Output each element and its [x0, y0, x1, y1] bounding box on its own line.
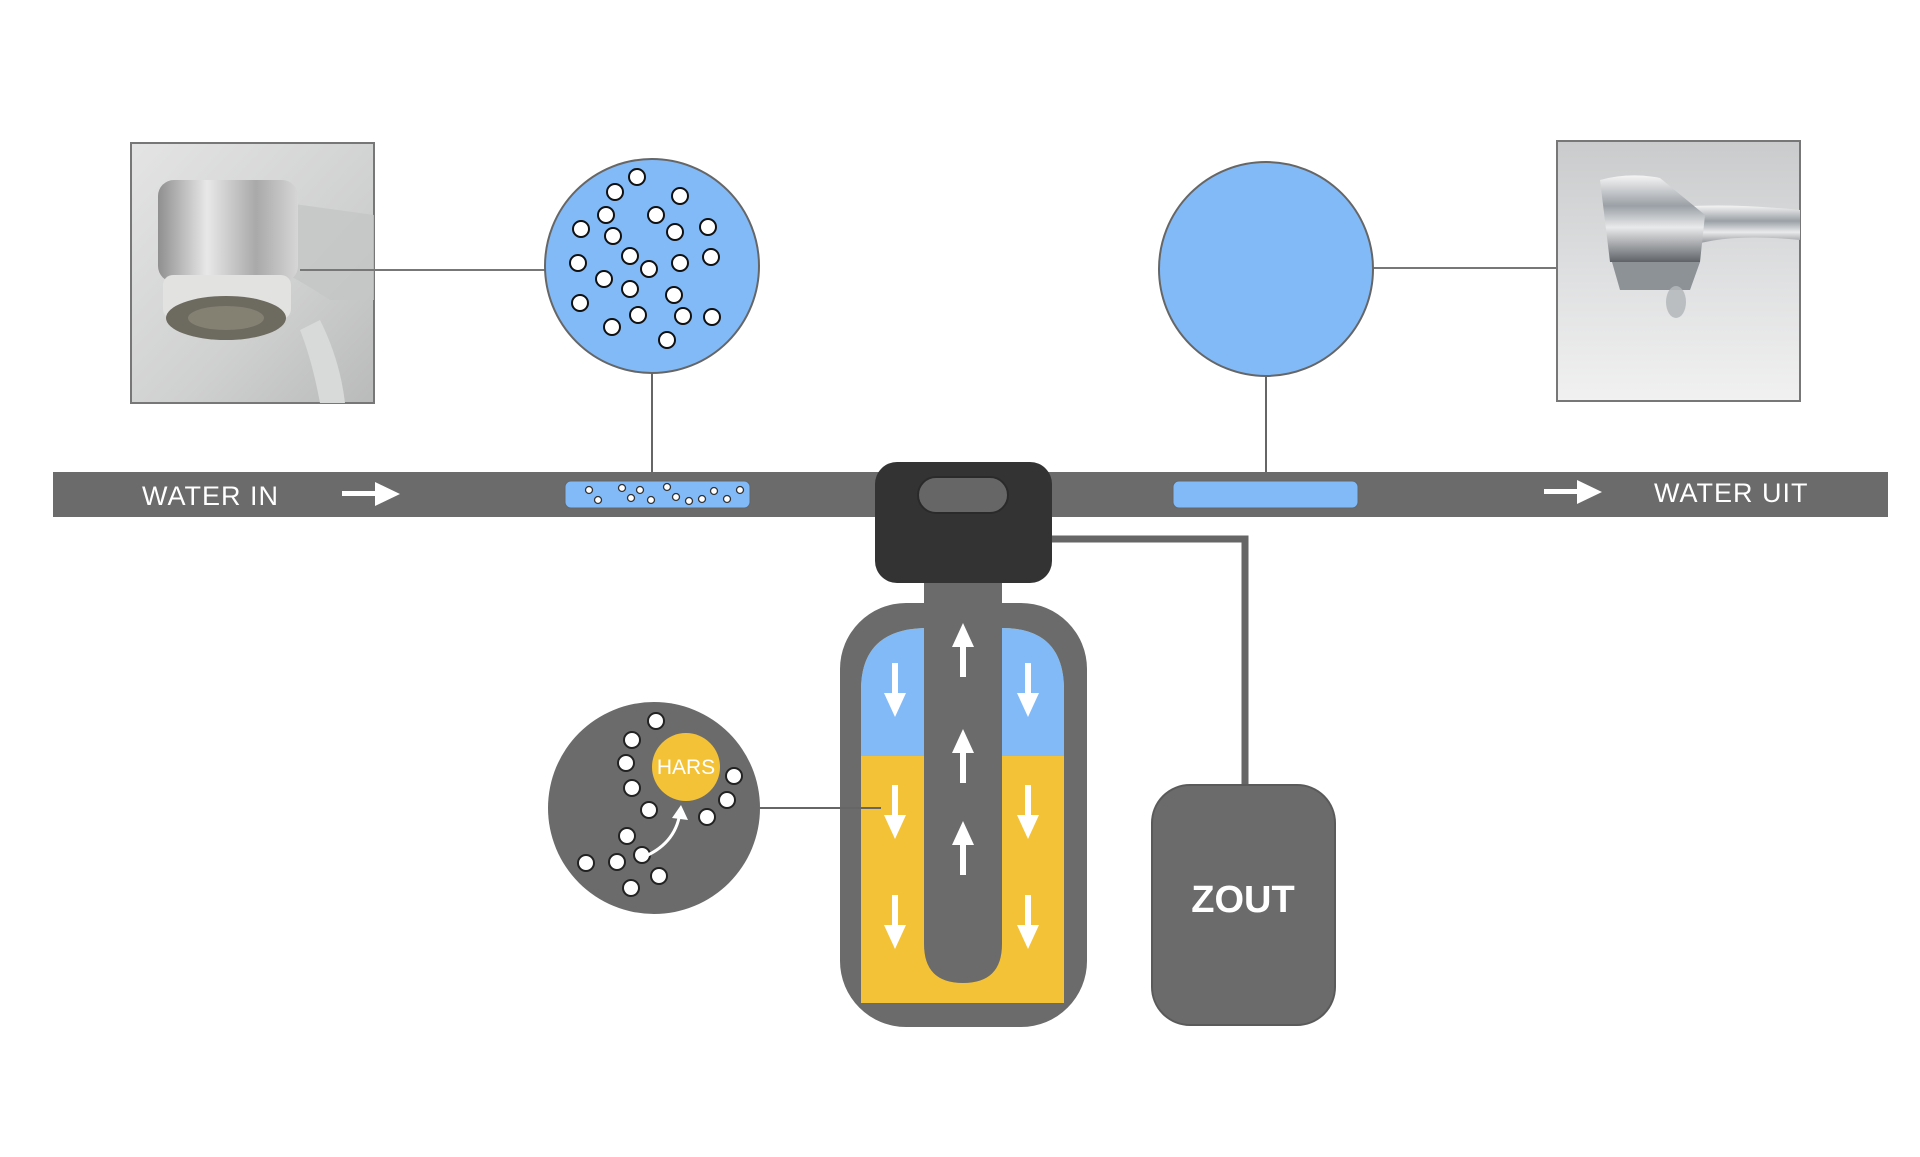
soft-water-pipe-window	[1172, 480, 1359, 509]
water-out-label: WATER UIT	[1654, 478, 1808, 508]
soft-water-faucet-photo	[1556, 140, 1801, 402]
down-arrow-icon	[884, 785, 906, 839]
control-valve	[875, 462, 1052, 583]
salt-tank-label: ZOUT	[1191, 879, 1294, 921]
down-arrow-icon	[884, 663, 906, 717]
calcium-particles	[577, 712, 743, 897]
calcium-particles	[569, 168, 721, 349]
down-arrow-icon	[1017, 785, 1039, 839]
up-arrow-icon	[952, 821, 974, 875]
resin-magnifier: HARS	[548, 702, 760, 914]
soft-water-magnifier	[1158, 161, 1374, 377]
brine-line	[1040, 535, 1249, 785]
exchange-arrowhead	[672, 805, 688, 820]
water-in-label: WATER IN	[142, 481, 279, 511]
down-arrow-icon	[1017, 663, 1039, 717]
resin-bead	[652, 733, 720, 801]
hard-water-faucet-photo	[130, 142, 375, 404]
down-arrow-icon	[1017, 895, 1039, 949]
outflow-arrow-icon	[1544, 480, 1602, 504]
inflow-arrow-icon	[342, 482, 400, 506]
up-arrow-icon	[952, 729, 974, 783]
up-arrow-icon	[952, 623, 974, 677]
down-arrow-icon	[884, 895, 906, 949]
flow-arrows	[884, 623, 1039, 949]
hard-water-pipe-window	[564, 480, 751, 509]
resin-label: HARS	[657, 756, 715, 779]
salt-tank	[1151, 784, 1336, 1026]
hard-water-magnifier	[544, 158, 760, 374]
